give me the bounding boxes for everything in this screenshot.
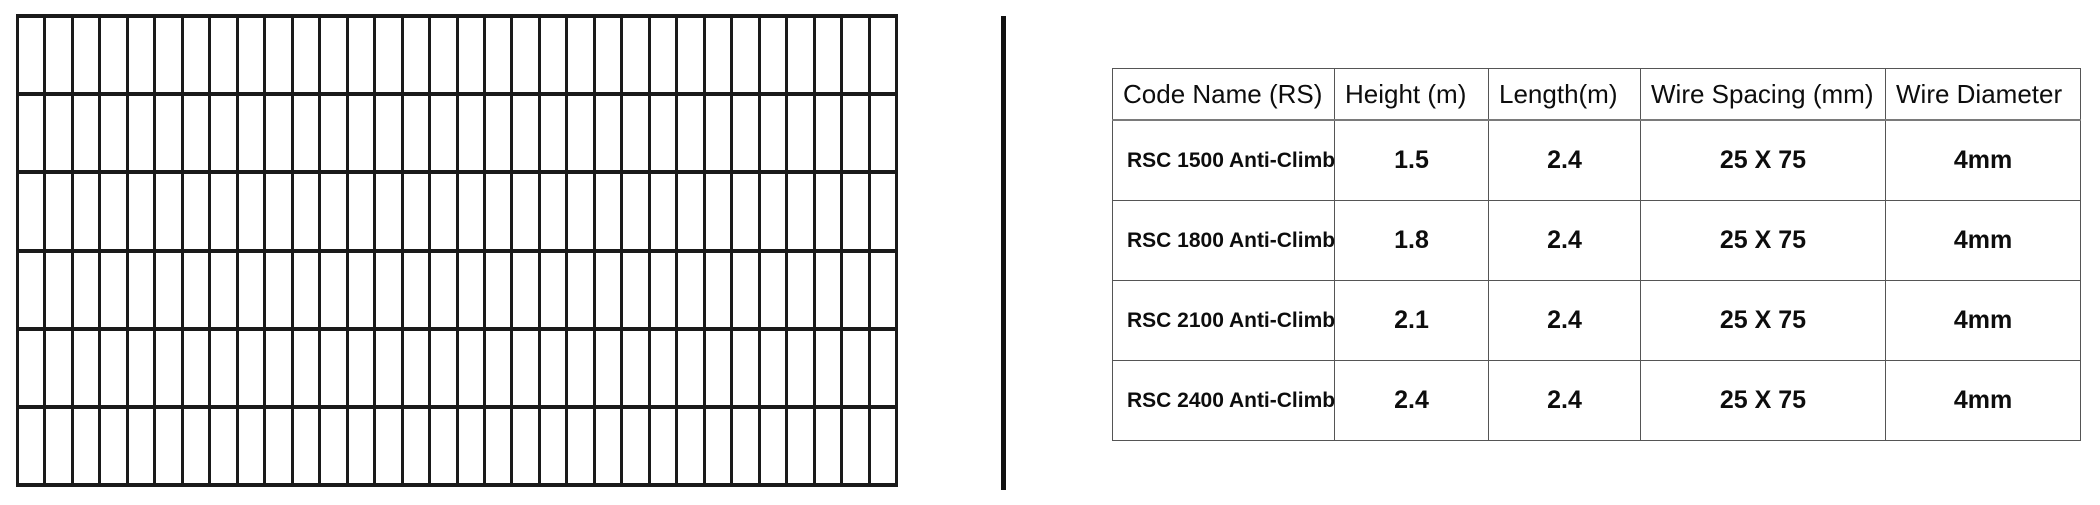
wire-mesh-fence-panel [16,14,898,487]
cell-length: 2.4 [1488,119,1641,201]
cell-wire-diameter: 4mm [1885,360,2081,441]
cell-wire-diameter: 4mm [1885,119,2081,201]
column-header-wire-diameter: Wire Diameter [1885,68,2081,121]
cell-wire-spacing: 25 X 75 [1640,200,1886,281]
cell-wire-diameter: 4mm [1885,200,2081,281]
table-row: RSC 2400 Anti-Climb 2.4 2.4 25 X 75 4mm [1112,360,2081,441]
cell-wire-diameter: 4mm [1885,280,2081,361]
cell-wire-spacing: 25 X 75 [1640,280,1886,361]
cell-wire-spacing: 25 X 75 [1640,360,1886,441]
table-body: RSC 1500 Anti-Climb 1.5 2.4 25 X 75 4mm … [1112,119,2081,441]
cell-code-name: RSC 2100 Anti-Climb [1112,280,1335,361]
column-header-wire-spacing: Wire Spacing (mm) [1640,68,1886,121]
table-row: RSC 1500 Anti-Climb 1.5 2.4 25 X 75 4mm [1112,119,2081,201]
column-header-height: Height (m) [1334,68,1489,121]
cell-length: 2.4 [1488,200,1641,281]
column-header-code-name: Code Name (RS) [1112,68,1335,121]
table-header-row: Code Name (RS) Height (m) Length(m) Wire… [1112,68,2081,121]
cell-length: 2.4 [1488,280,1641,361]
cell-code-name: RSC 1800 Anti-Climb [1112,200,1335,281]
cell-wire-spacing: 25 X 75 [1640,119,1886,201]
section-divider [1001,16,1006,490]
cell-length: 2.4 [1488,360,1641,441]
table-row: RSC 1800 Anti-Climb 1.8 2.4 25 X 75 4mm [1112,200,2081,281]
wire-mesh-svg [16,14,898,487]
column-header-length: Length(m) [1488,68,1641,121]
cell-height: 2.1 [1334,280,1489,361]
anti-climb-spec-table: Code Name (RS) Height (m) Length(m) Wire… [1112,68,2081,441]
cell-height: 2.4 [1334,360,1489,441]
cell-height: 1.5 [1334,119,1489,201]
table-row: RSC 2100 Anti-Climb 2.1 2.4 25 X 75 4mm [1112,280,2081,361]
cell-height: 1.8 [1334,200,1489,281]
cell-code-name: RSC 1500 Anti-Climb [1112,119,1335,201]
mesh-vertical-wires [16,14,898,487]
cell-code-name: RSC 2400 Anti-Climb [1112,360,1335,441]
spec-table-container: Code Name (RS) Height (m) Length(m) Wire… [1112,68,2081,441]
